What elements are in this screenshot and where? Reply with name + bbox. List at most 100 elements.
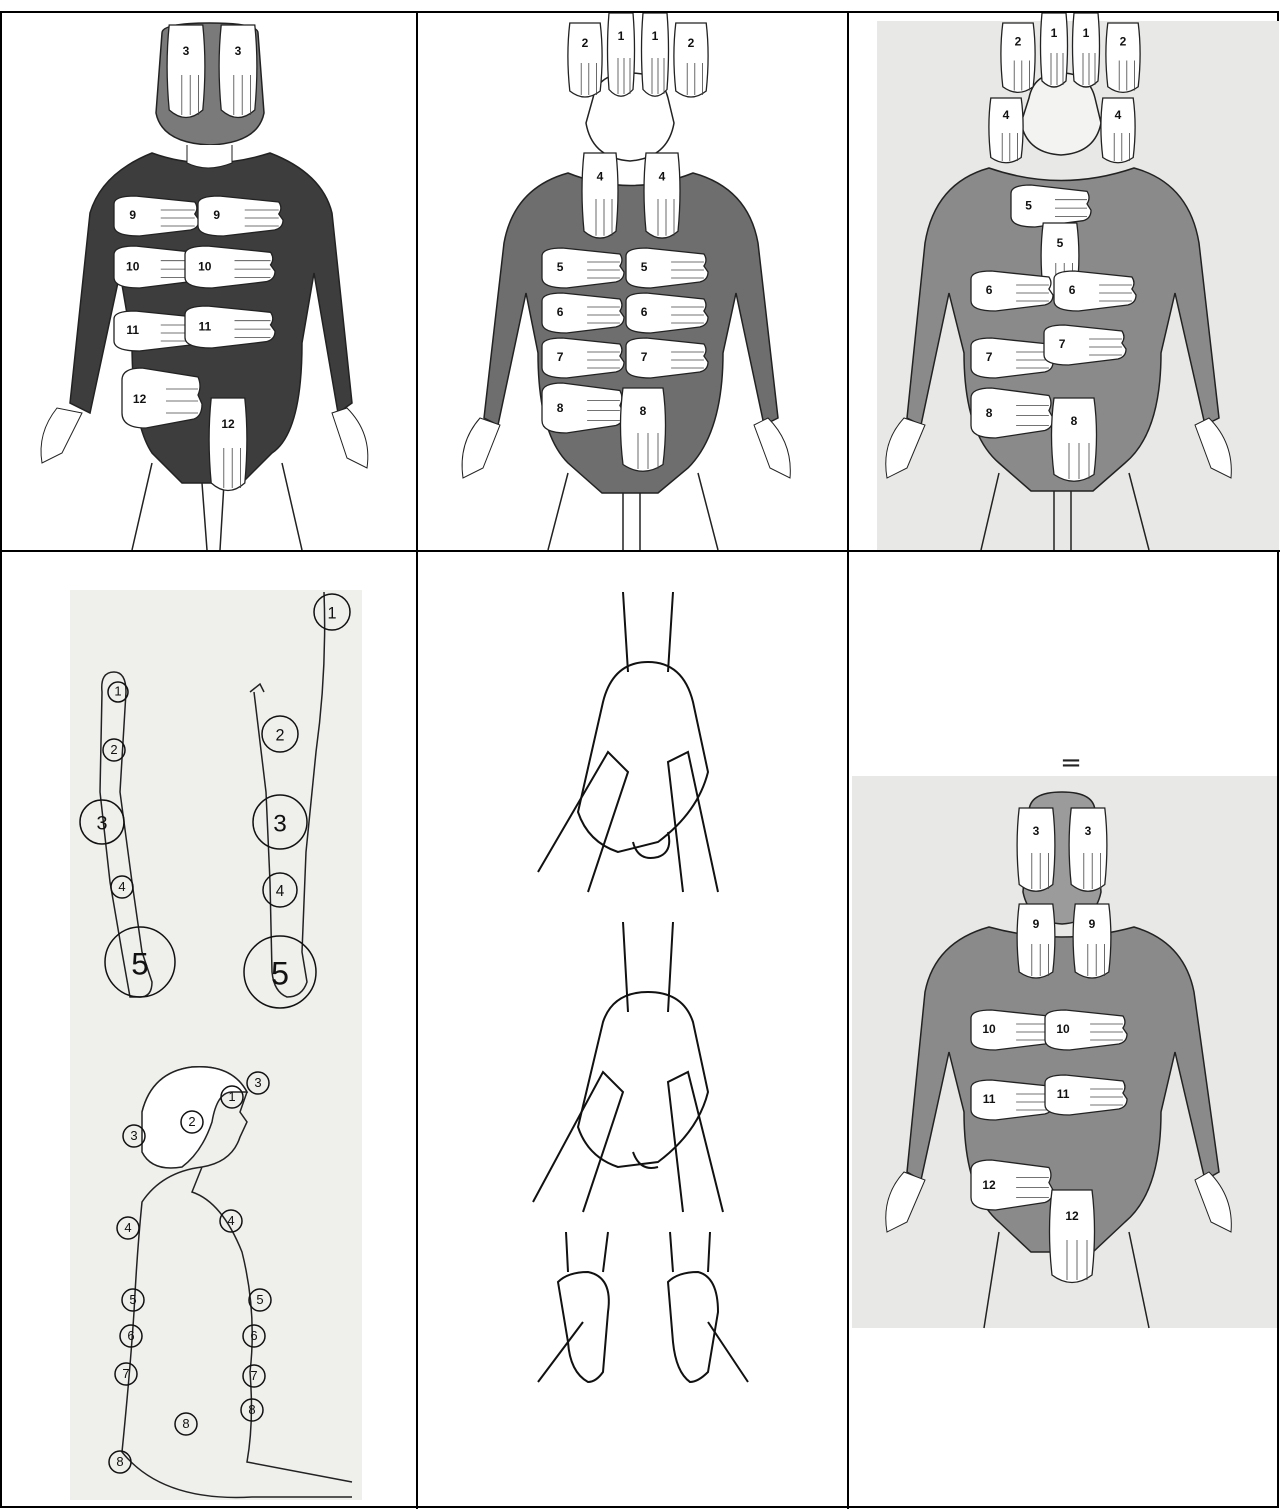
hand-label: 2 xyxy=(1120,35,1127,49)
body-circle-2: 3 xyxy=(247,1072,269,1094)
body-circle-12: 8 xyxy=(175,1413,197,1435)
arm-right-circle-4: 5 xyxy=(244,936,316,1008)
hand-label: 5 xyxy=(641,260,648,274)
hand-label: 1 xyxy=(618,29,625,43)
hand-label: 1 xyxy=(1051,26,1058,40)
body-circle-9: 6 xyxy=(243,1325,265,1347)
arm-right-circle-2: 3 xyxy=(253,795,307,849)
arm-left-circle-3: 4 xyxy=(111,876,133,898)
hand-label: 7 xyxy=(1059,337,1066,351)
hand-5: 4 xyxy=(644,153,680,238)
circle-label: 3 xyxy=(254,1075,261,1090)
circle-label: 1 xyxy=(114,684,121,699)
hand-8: 12 xyxy=(971,1160,1053,1210)
hand-label: 11 xyxy=(126,323,139,337)
circle-label: 6 xyxy=(127,1328,134,1343)
hand-label: 4 xyxy=(659,170,666,184)
circle-label: 5 xyxy=(256,1292,263,1307)
hand-label: 2 xyxy=(1015,35,1022,49)
hand-9: 6 xyxy=(626,293,708,333)
circle-label: 3 xyxy=(130,1128,137,1143)
hand-label: 8 xyxy=(557,401,564,415)
foot-massage-illustration xyxy=(418,552,847,1508)
hand-3: 2 xyxy=(674,23,708,97)
hand-2: 9 xyxy=(114,196,199,236)
circle-label: 5 xyxy=(131,945,149,981)
hand-label: 10 xyxy=(982,1022,996,1036)
circle-label: 2 xyxy=(275,726,284,744)
circle-label: 7 xyxy=(250,1368,257,1383)
hand-3: 2 xyxy=(1106,23,1140,92)
hand-6: 5 xyxy=(1011,185,1091,227)
hand-8: 6 xyxy=(971,271,1053,311)
hand-5: 4 xyxy=(1101,98,1135,163)
hand-4: 10 xyxy=(971,1010,1053,1050)
hand-10: 7 xyxy=(542,338,624,378)
hand-2: 2 xyxy=(568,23,602,97)
hand-label: 1 xyxy=(1083,26,1090,40)
hand-label: 5 xyxy=(1025,198,1032,212)
hand-label: 10 xyxy=(126,259,140,273)
hand-5: 10 xyxy=(1045,1010,1127,1050)
hand-13: 8 xyxy=(621,388,666,471)
hand-2: 2 xyxy=(1001,23,1035,92)
hand-1: 3 xyxy=(1069,808,1107,891)
hand-label: 8 xyxy=(986,406,993,420)
arm-left-circle-1: 2 xyxy=(103,739,125,761)
hand-7: 11 xyxy=(1045,1075,1127,1115)
hand-1: 3 xyxy=(219,25,257,118)
hand-label: 2 xyxy=(582,36,589,50)
hand-label: 12 xyxy=(982,1178,996,1192)
arm-right-circle-1: 2 xyxy=(262,716,298,752)
hand-label: 9 xyxy=(213,208,220,222)
hand-1: 1 xyxy=(642,13,669,96)
hand-4: 4 xyxy=(989,98,1023,163)
circle-label: 1 xyxy=(327,604,336,622)
hand-6: 11 xyxy=(971,1080,1053,1120)
hand-3: 9 xyxy=(198,196,283,236)
hand-0: 1 xyxy=(1041,13,1068,87)
cell-foot-massage xyxy=(418,552,847,1508)
hand-12: 8 xyxy=(542,383,624,433)
circle-label: 1 xyxy=(228,1089,235,1104)
hand-label: 2 xyxy=(688,36,695,50)
body-circle-4: 4 xyxy=(117,1217,139,1239)
body-circle-13: 8 xyxy=(241,1399,263,1421)
hand-11: 7 xyxy=(626,338,708,378)
body-circle-1: 2 xyxy=(181,1111,203,1133)
hand-label: 9 xyxy=(1089,917,1096,931)
hand-label: 7 xyxy=(986,350,993,364)
hand-7: 11 xyxy=(185,306,275,348)
arm-left-circle-0: 1 xyxy=(108,682,128,702)
hand-label: 6 xyxy=(641,305,648,319)
hand-1: 1 xyxy=(1073,13,1100,87)
circle-label: 7 xyxy=(122,1366,129,1381)
hand-label: 4 xyxy=(1003,108,1010,122)
hand-label: 5 xyxy=(1057,236,1064,250)
hand-label: 11 xyxy=(198,319,211,333)
hand-9: 6 xyxy=(1054,271,1136,311)
hand-12: 8 xyxy=(971,388,1053,438)
hand-label: 11 xyxy=(1057,1087,1070,1101)
hand-label: 3 xyxy=(183,44,190,58)
hand-label: 7 xyxy=(641,350,648,364)
cell-line-diagrams: 1234512345123344556677888 xyxy=(2,552,416,1508)
body-circle-7: 5 xyxy=(249,1289,271,1311)
hand-label: 10 xyxy=(198,259,212,273)
hand-label: 3 xyxy=(1033,824,1040,838)
hand-label: 10 xyxy=(1056,1022,1070,1036)
hand-0: 1 xyxy=(608,13,635,96)
hand-5: 10 xyxy=(185,246,275,288)
circle-label: 4 xyxy=(124,1220,131,1235)
cell-front-mid: 11224455667788 xyxy=(418,13,847,550)
hand-11: 7 xyxy=(1044,325,1126,365)
circle-label: 4 xyxy=(276,883,285,900)
hand-0: 3 xyxy=(167,25,205,118)
hand-0: 3 xyxy=(1017,808,1055,891)
body-circle-5: 4 xyxy=(220,1210,242,1232)
